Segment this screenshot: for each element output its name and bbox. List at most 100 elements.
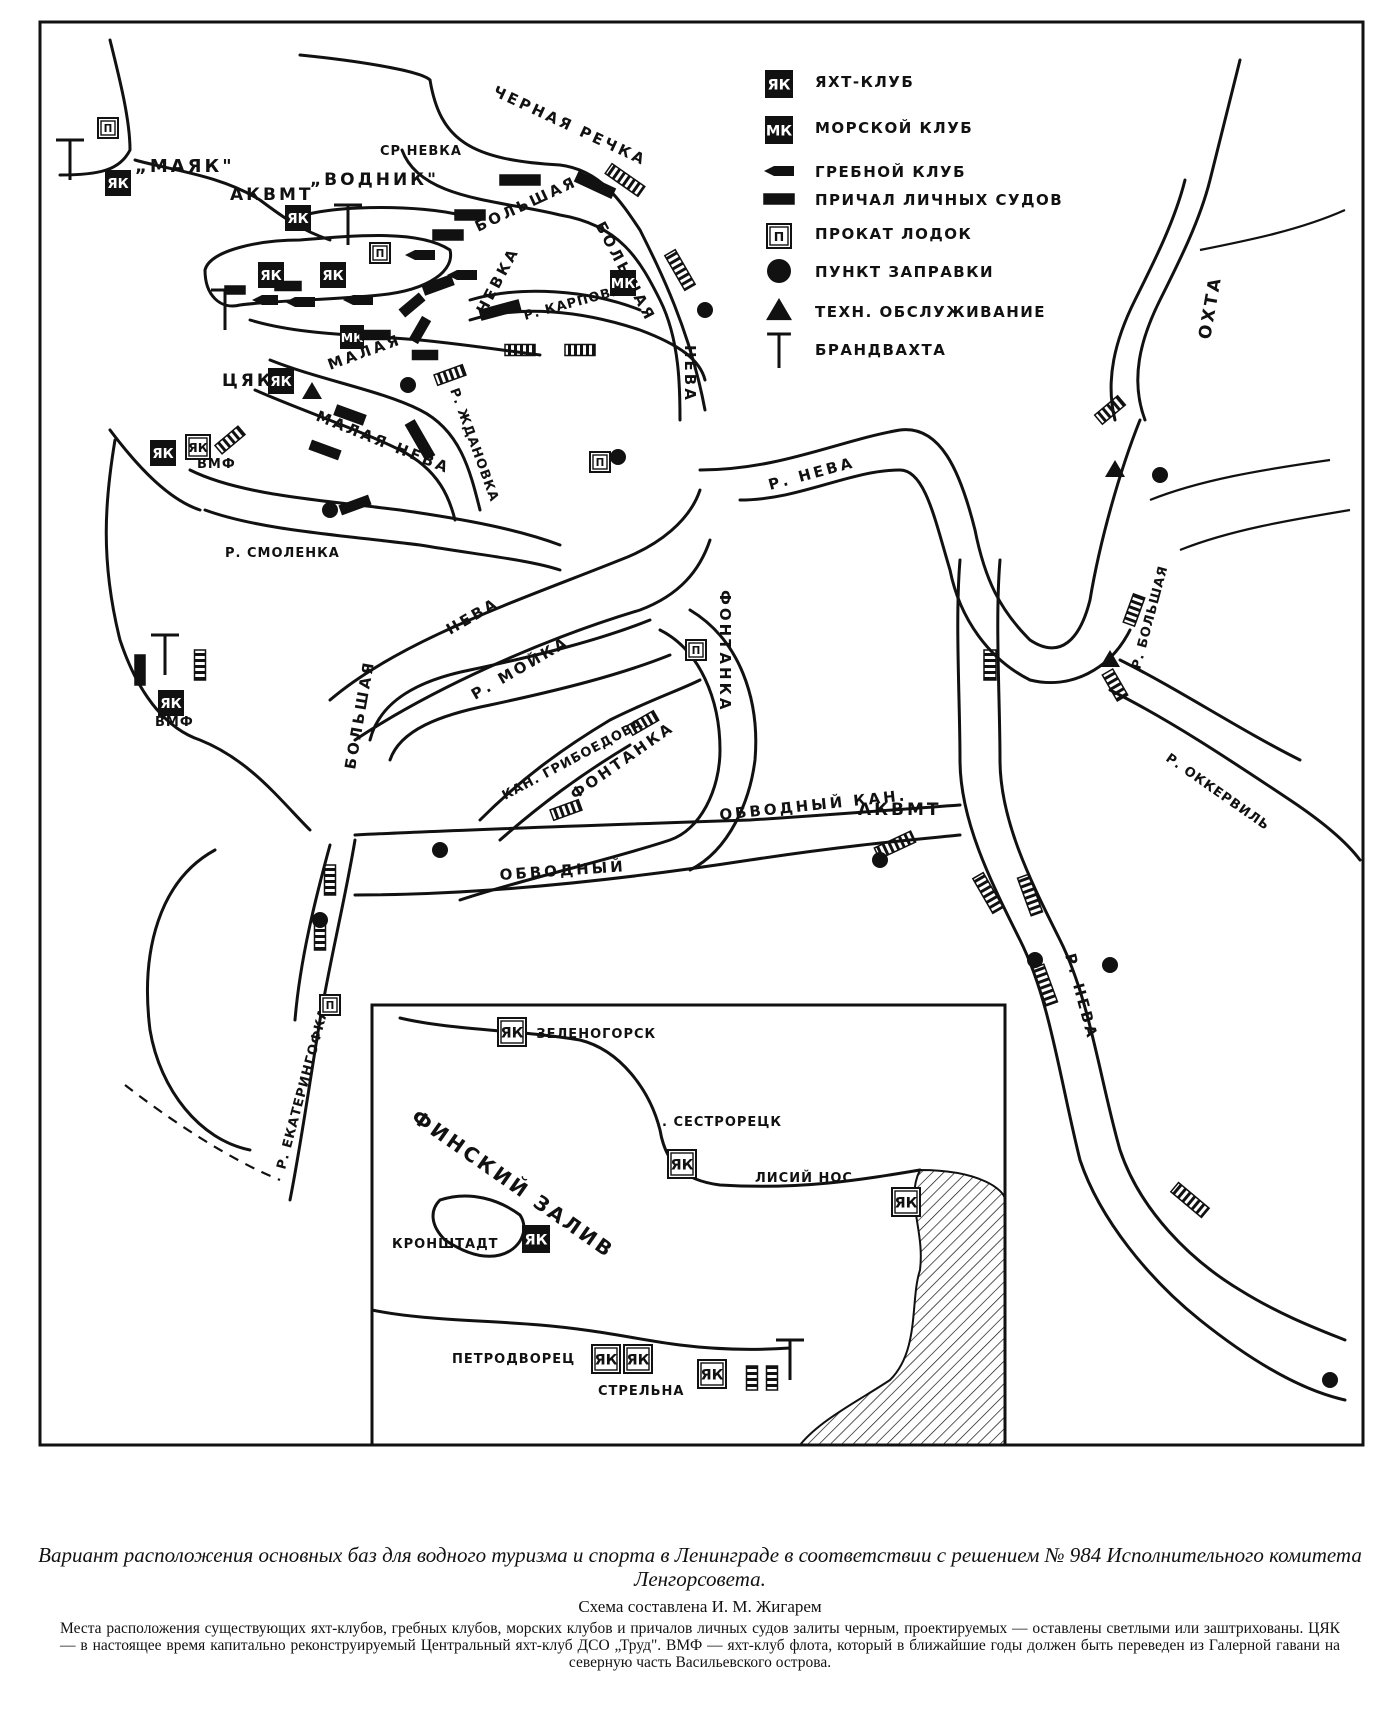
svg-text:ЯК: ЯК	[767, 77, 790, 94]
label-lisiy-nos: ЛИСИЙ НОС	[755, 1170, 853, 1186]
legend-row: МК МОРСКОЙ КЛУБ	[765, 116, 973, 144]
label-strelna: СТРЕЛЬНА	[598, 1384, 684, 1399]
svg-text:П: П	[104, 123, 113, 135]
pier-icon	[404, 419, 436, 461]
svg-text:МК: МК	[766, 123, 792, 140]
legend-label: БРАНДВАХТА	[815, 341, 946, 359]
pier-planned-icon	[313, 919, 327, 951]
label-akvmt-top: АКВМТ	[230, 185, 314, 205]
pier-planned-icon	[1122, 592, 1146, 628]
label-mayak: „МАЯК"	[135, 156, 235, 177]
legend-row: ПРИЧАЛ ЛИЧНЫХ СУДОВ	[763, 191, 1063, 209]
label-smolenka: Р. СМОЛЕНКА	[225, 546, 340, 561]
legend-boat-rental-icon: П	[766, 223, 792, 249]
caption-title: Вариант расположения основных баз для во…	[38, 1543, 1362, 1591]
boat-rental-icon: П	[685, 639, 707, 661]
svg-text:ЯК: ЯК	[152, 446, 173, 462]
legend-label: ЯХТ-КЛУБ	[815, 73, 914, 91]
label-bolshaya2: БОЛЬШАЯ	[341, 658, 378, 770]
label-sestroretsk: . СЕСТРОРЕЦК	[662, 1115, 782, 1130]
rowing-club-icon	[447, 270, 477, 280]
fuel-point-icon	[1152, 467, 1168, 483]
svg-text:ЯК: ЯК	[594, 1352, 617, 1369]
label-vmf2: ВМФ	[155, 715, 194, 730]
svg-text:П: П	[774, 229, 784, 244]
svg-text:ЯК: ЯК	[894, 1195, 917, 1212]
inset-hatch	[797, 1168, 1006, 1446]
pier-planned-icon	[765, 1365, 779, 1391]
yacht-club-icon: ЯК	[150, 440, 176, 466]
svg-text:ЯК: ЯК	[287, 211, 308, 227]
yacht-club-icon: ЯК	[285, 205, 311, 231]
rowing-club-icon	[252, 295, 278, 305]
fuel-point-icon	[697, 302, 713, 318]
svg-text:ЯК: ЯК	[260, 268, 281, 284]
pier-planned-icon	[213, 425, 247, 455]
svg-text:ЯК: ЯК	[524, 1232, 547, 1249]
pier-planned-icon	[564, 343, 596, 357]
pier-icon	[308, 439, 342, 461]
rowing-club-icon	[285, 297, 315, 307]
guardship-icon	[151, 633, 179, 675]
service-icon	[1100, 650, 1120, 667]
fuel-point-icon	[610, 449, 626, 465]
guardship-icon	[776, 1338, 804, 1380]
pier-planned-icon	[193, 649, 207, 681]
legend-label: ПУНКТ ЗАПРАВКИ	[815, 263, 994, 281]
yacht-club-icon: ЯК	[497, 1017, 527, 1047]
label-chernaya: ЧЕРНАЯ РЕЧКА	[490, 82, 649, 169]
label-ekateringofka: Р. ЕКАТЕРИНГОФКА	[274, 1006, 332, 1171]
fuel-point-icon	[322, 502, 338, 518]
label-kronshtadt: КРОНШТАДТ	[392, 1237, 499, 1252]
boat-rental-icon: П	[369, 242, 391, 264]
yacht-club-icon: МК	[610, 270, 636, 296]
pier-icon	[411, 349, 439, 361]
fuel-point-icon	[432, 842, 448, 858]
caption-author: Схема составлена И. М. Жигарем	[578, 1597, 822, 1616]
pier-icon	[338, 494, 372, 516]
svg-text:ЯК: ЯК	[626, 1352, 649, 1369]
pier-icon	[573, 171, 617, 199]
fuel-point-icon	[1027, 952, 1043, 968]
legend-yacht-club-icon: МК	[765, 116, 793, 144]
pier-planned-icon	[1016, 873, 1044, 917]
svg-text:ЯК: ЯК	[107, 176, 128, 192]
label-neva-v: НЕВА	[681, 345, 699, 403]
label-neva-bolshaya2: НЕВА	[443, 594, 502, 639]
legend-fuel-point-icon	[767, 259, 791, 283]
label-fontanka-v: ФОНТАНКА	[716, 590, 734, 712]
legend-label: ГРЕБНОЙ КЛУБ	[815, 162, 966, 181]
label-zelenogorsk: -ЗЕЛЕНОГОРСК	[530, 1027, 656, 1042]
legend-label: ПРИЧАЛ ЛИЧНЫХ СУДОВ	[815, 191, 1063, 209]
label-akvmt-bottom: АКВМТ	[858, 800, 942, 820]
pier-icon	[134, 654, 146, 686]
pier-icon	[454, 209, 486, 221]
svg-text:П: П	[692, 645, 701, 657]
legend-label: МОРСКОЙ КЛУБ	[815, 118, 973, 137]
fuel-point-icon	[400, 377, 416, 393]
label-petrodvorets: ПЕТРОДВОРЕЦ	[452, 1352, 575, 1367]
pier-planned-icon	[1101, 667, 1129, 703]
label-vmf1: ВМФ	[197, 457, 236, 472]
pier-planned-icon	[971, 871, 1005, 915]
pier-planned-icon	[504, 343, 536, 357]
yacht-club-icon: ЯК	[522, 1225, 550, 1253]
pier-icon	[432, 229, 464, 241]
svg-text:МК: МК	[611, 276, 636, 292]
pier-planned-icon	[873, 830, 917, 860]
pier-icon	[333, 404, 367, 426]
pier-icon	[224, 285, 246, 295]
service-icon	[1105, 460, 1125, 477]
pier-planned-icon	[433, 363, 467, 387]
pier-icon	[398, 292, 426, 318]
yacht-club-icon: ЯК	[158, 690, 184, 716]
yacht-club-icon: ЯК	[268, 368, 294, 394]
label-okkervil: Р. ОККЕРВИЛЬ	[1163, 751, 1273, 834]
label-neva-lower: Р. НЕВА	[1061, 951, 1101, 1041]
inset-gulf-of-finland	[370, 1003, 1007, 1447]
legend-label: ТЕХН. ОБСЛУЖИВАНИЕ	[815, 303, 1046, 321]
pier-planned-icon	[549, 798, 583, 822]
fuel-point-icon	[1102, 957, 1118, 973]
